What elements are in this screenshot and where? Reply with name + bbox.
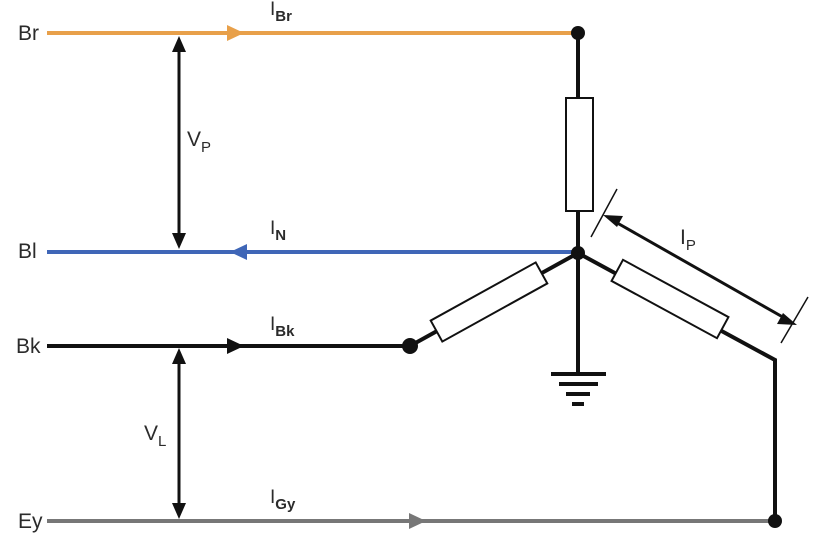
line-voltage-label: VL — [144, 422, 166, 450]
line-label-bl: Bl — [18, 240, 37, 263]
line-label-br: Br — [18, 22, 39, 45]
bk-node — [402, 338, 418, 354]
br-current-arrow — [227, 25, 244, 41]
ground-icon — [551, 372, 606, 406]
ey-current-arrow — [409, 513, 426, 529]
resistor-br — [565, 97, 594, 212]
line-label-bk: Bk — [16, 335, 41, 358]
phase-voltage-label: VP — [187, 128, 211, 156]
ey-node — [768, 514, 782, 528]
phase-voltage-arrowhead-up — [172, 36, 186, 52]
phase-voltage-arrowhead-down — [172, 233, 186, 249]
phase-current-label: IP — [680, 226, 696, 254]
line-label-ey: Ey — [18, 510, 43, 533]
current-label-br: IBr — [270, 0, 292, 25]
current-label-bk: IBk — [270, 314, 295, 340]
line-voltage-arrowhead-down — [172, 503, 186, 519]
phase-current-arrowhead-end — [777, 313, 797, 325]
bk-current-arrow — [227, 338, 244, 354]
resistor-bk — [429, 261, 549, 343]
phase-current-arrowhead-start — [603, 215, 623, 227]
phase-current-extension-top — [590, 188, 618, 238]
phase-current-extension-bottom — [780, 296, 809, 344]
phase-current-arrow — [611, 218, 789, 322]
resistor-ey — [610, 258, 730, 340]
current-label-bl: IN — [270, 218, 286, 244]
current-label-ey: IGy — [270, 487, 296, 513]
bl-current-arrow — [230, 244, 247, 260]
line-voltage-arrowhead-up — [172, 348, 186, 364]
